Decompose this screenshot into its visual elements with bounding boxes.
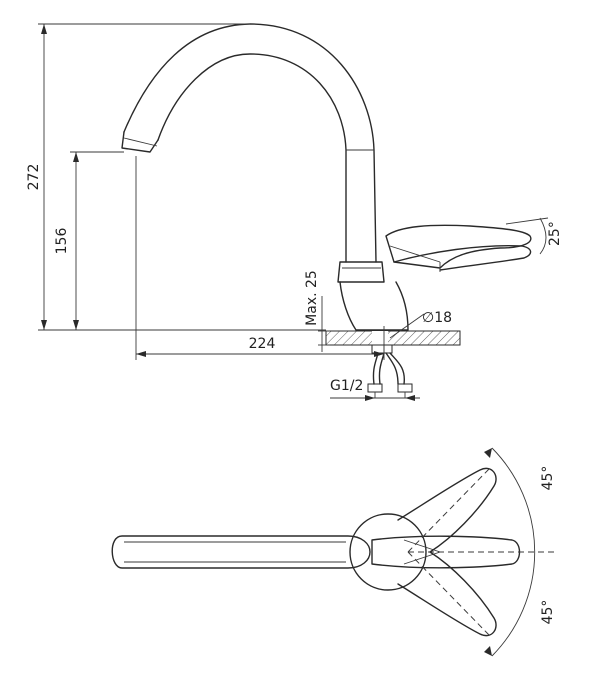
spout-inner: [157, 53, 347, 263]
top-lever-center: [371, 535, 521, 569]
hose-left-b: [378, 352, 385, 385]
top-lever-up: [397, 467, 497, 553]
lever-angle-label: 25°: [547, 221, 563, 246]
top-body: [349, 513, 427, 591]
rotation-left-label: 45°: [540, 466, 556, 491]
spout-tip-band: [123, 137, 158, 147]
dim-max25-label: Max. 25: [304, 270, 320, 326]
countertop: [325, 330, 461, 346]
top-spout-arm: [111, 535, 371, 569]
top-lever-down: [397, 551, 497, 637]
rotation-arc: [491, 447, 536, 657]
dim-dia18-leader: [389, 313, 425, 339]
dim-156-label: 156: [54, 228, 70, 255]
lever-handle: [385, 224, 532, 269]
side-view: 25° 272 156 224: [26, 23, 563, 401]
spout-collar: [337, 261, 385, 283]
hose-fitting-left: [367, 383, 383, 393]
rotation-axis-up: [407, 467, 491, 553]
rotation-axis-down: [407, 551, 491, 637]
mixer-body: [339, 281, 409, 331]
spout-outer: [123, 23, 377, 263]
rotation-right-label: 45°: [540, 600, 556, 625]
spout-tip: [121, 131, 159, 153]
dim-224-label: 224: [249, 336, 276, 352]
hose-right-b: [385, 352, 399, 385]
dim-272-label: 272: [26, 164, 42, 191]
dim-dia18-label: ∅18: [422, 310, 452, 326]
hose-right: [389, 352, 405, 385]
top-view: 45° 45°: [111, 447, 556, 657]
hose-left: [372, 352, 379, 385]
mounting-hole: [372, 331, 388, 345]
lever-handle-lower: [393, 245, 532, 271]
hose-fitting-right: [397, 383, 413, 393]
dim-g12-label: G1/2: [330, 378, 363, 394]
fixing-nut: [371, 344, 393, 354]
lever-angle-arc: [539, 217, 547, 255]
lever-edge: [389, 245, 441, 263]
